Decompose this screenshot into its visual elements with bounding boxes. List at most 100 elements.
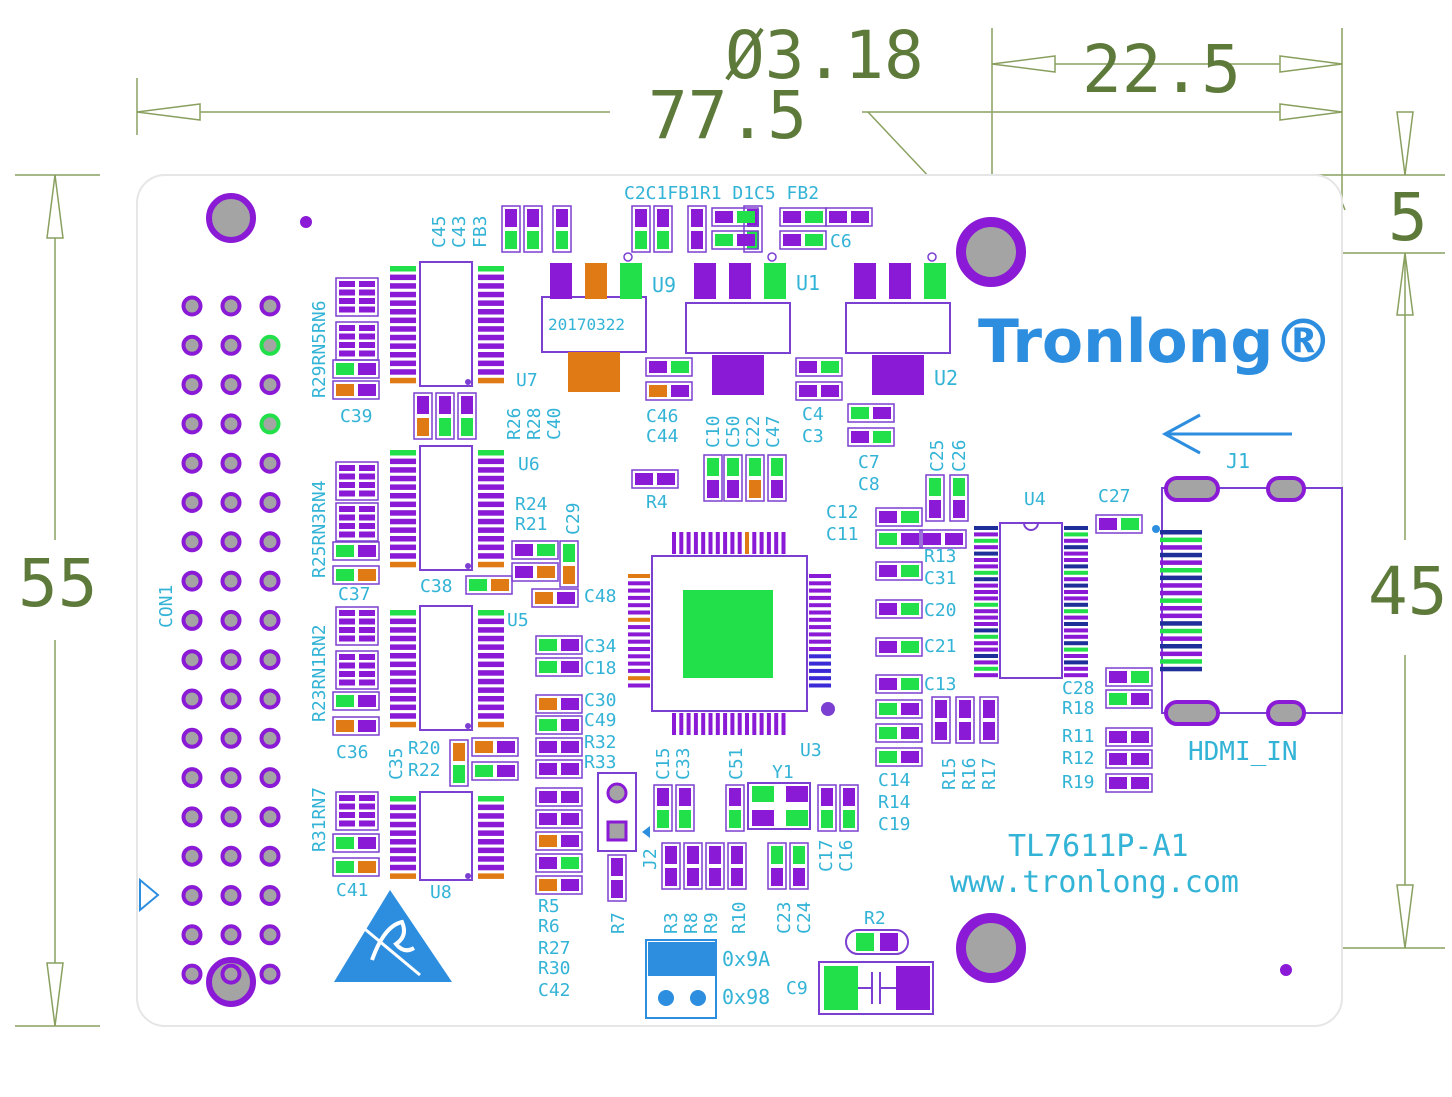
passive-body xyxy=(1105,727,1153,747)
soic-pad xyxy=(390,627,416,633)
regulator-u1 xyxy=(685,252,791,395)
con1-label: CON1 xyxy=(156,585,177,628)
soic-pad xyxy=(390,377,416,384)
rn-pad xyxy=(359,803,375,810)
tssop-u4 xyxy=(974,522,1088,679)
arrow-icon xyxy=(1161,413,1292,455)
soic-packages xyxy=(390,261,504,881)
silk-c44: C44 xyxy=(646,426,679,447)
soic-pad xyxy=(478,326,504,332)
header-pin xyxy=(259,570,281,592)
u4-pin xyxy=(974,666,998,671)
passive-pad xyxy=(879,533,897,545)
qfp-pin xyxy=(628,647,650,651)
passive-pad xyxy=(1109,671,1127,683)
header-pin xyxy=(181,374,203,396)
passive-pad xyxy=(1131,731,1149,743)
rn-pad xyxy=(359,298,375,304)
passive-body xyxy=(875,747,923,767)
passive-body xyxy=(711,230,759,250)
header-pin xyxy=(220,845,242,867)
u4-pin xyxy=(974,545,998,550)
u4-pin xyxy=(974,570,998,575)
passive-pad xyxy=(336,384,354,396)
header-pin xyxy=(259,806,281,828)
passive-pad xyxy=(901,678,919,690)
passive-body xyxy=(332,691,380,711)
u4-pin xyxy=(974,577,998,582)
header-pin xyxy=(181,924,203,946)
soic-pad xyxy=(478,291,504,298)
header-pin xyxy=(259,885,281,906)
u4-pin xyxy=(1064,602,1088,607)
rn-pad xyxy=(339,812,355,818)
hole-spacing-y-label: 45 xyxy=(1368,553,1447,630)
header-pin xyxy=(181,492,203,513)
passive-body xyxy=(1105,773,1153,793)
passive-pad xyxy=(879,641,897,653)
silk-r6: R6 xyxy=(538,916,560,937)
passive-pad xyxy=(783,211,801,223)
passive-body xyxy=(705,842,725,890)
soic-pad xyxy=(478,300,504,306)
soic-pad xyxy=(390,317,416,324)
rn-pad xyxy=(359,679,375,686)
rn-pad xyxy=(339,281,355,287)
soic-pad xyxy=(390,644,416,650)
passive-pad xyxy=(709,868,721,886)
soic-pad xyxy=(478,475,504,482)
overall-width-label: 77.5 xyxy=(648,77,807,154)
qfp-pin xyxy=(809,661,831,666)
silk-c42: C42 xyxy=(538,980,571,1001)
passive-pad xyxy=(1131,693,1149,705)
header-pin xyxy=(181,334,203,356)
pin1-dot xyxy=(465,873,471,879)
soic-pad xyxy=(390,635,416,642)
silk-c35: C35 xyxy=(386,747,407,780)
header-pin xyxy=(220,924,242,946)
soic-pad xyxy=(478,484,504,490)
soic-pad xyxy=(390,618,416,625)
address-0x9a: 0x9A xyxy=(722,947,770,971)
soic-pad xyxy=(478,696,504,702)
j1-pin xyxy=(1160,621,1202,626)
soic-pad xyxy=(390,721,416,728)
passive-pad xyxy=(539,857,557,869)
passive-body xyxy=(531,588,579,608)
qfp-pin xyxy=(686,532,691,554)
silk-r26: R26 xyxy=(504,407,525,440)
soic-pad xyxy=(390,796,416,802)
u4-pin xyxy=(974,602,998,607)
qfp-pin xyxy=(679,532,684,554)
rn-pad xyxy=(339,627,355,633)
qfp-pin xyxy=(672,713,676,735)
soic-pad xyxy=(390,544,416,551)
silk-c25: C25 xyxy=(927,439,948,472)
mounting-holes xyxy=(206,193,1292,1007)
soic-pad xyxy=(390,813,416,819)
qfp-pin xyxy=(809,588,831,593)
silk-r3: R3 xyxy=(661,912,682,934)
passive-body xyxy=(711,207,759,227)
soic-body xyxy=(419,791,473,881)
passive-pad xyxy=(358,569,376,581)
rn-pad xyxy=(339,289,355,296)
u4-pin xyxy=(1064,532,1088,537)
qfp-pin xyxy=(752,713,757,735)
qfp-pin xyxy=(628,610,650,615)
passive-body xyxy=(413,392,433,440)
u4-pin xyxy=(974,532,998,537)
passive-body xyxy=(501,205,521,253)
qfp-pin xyxy=(809,581,831,586)
passive-pad xyxy=(901,511,919,523)
passive-pad xyxy=(665,868,677,886)
soic-pad xyxy=(478,377,504,384)
date-code: 20170322 xyxy=(548,315,625,334)
passive-pad xyxy=(635,231,647,249)
header-pin xyxy=(259,492,281,513)
passive-pad xyxy=(611,880,623,898)
passive-pad xyxy=(561,835,579,847)
header-pin xyxy=(259,649,281,671)
rn-pad xyxy=(339,514,355,521)
header-pin xyxy=(181,688,203,710)
